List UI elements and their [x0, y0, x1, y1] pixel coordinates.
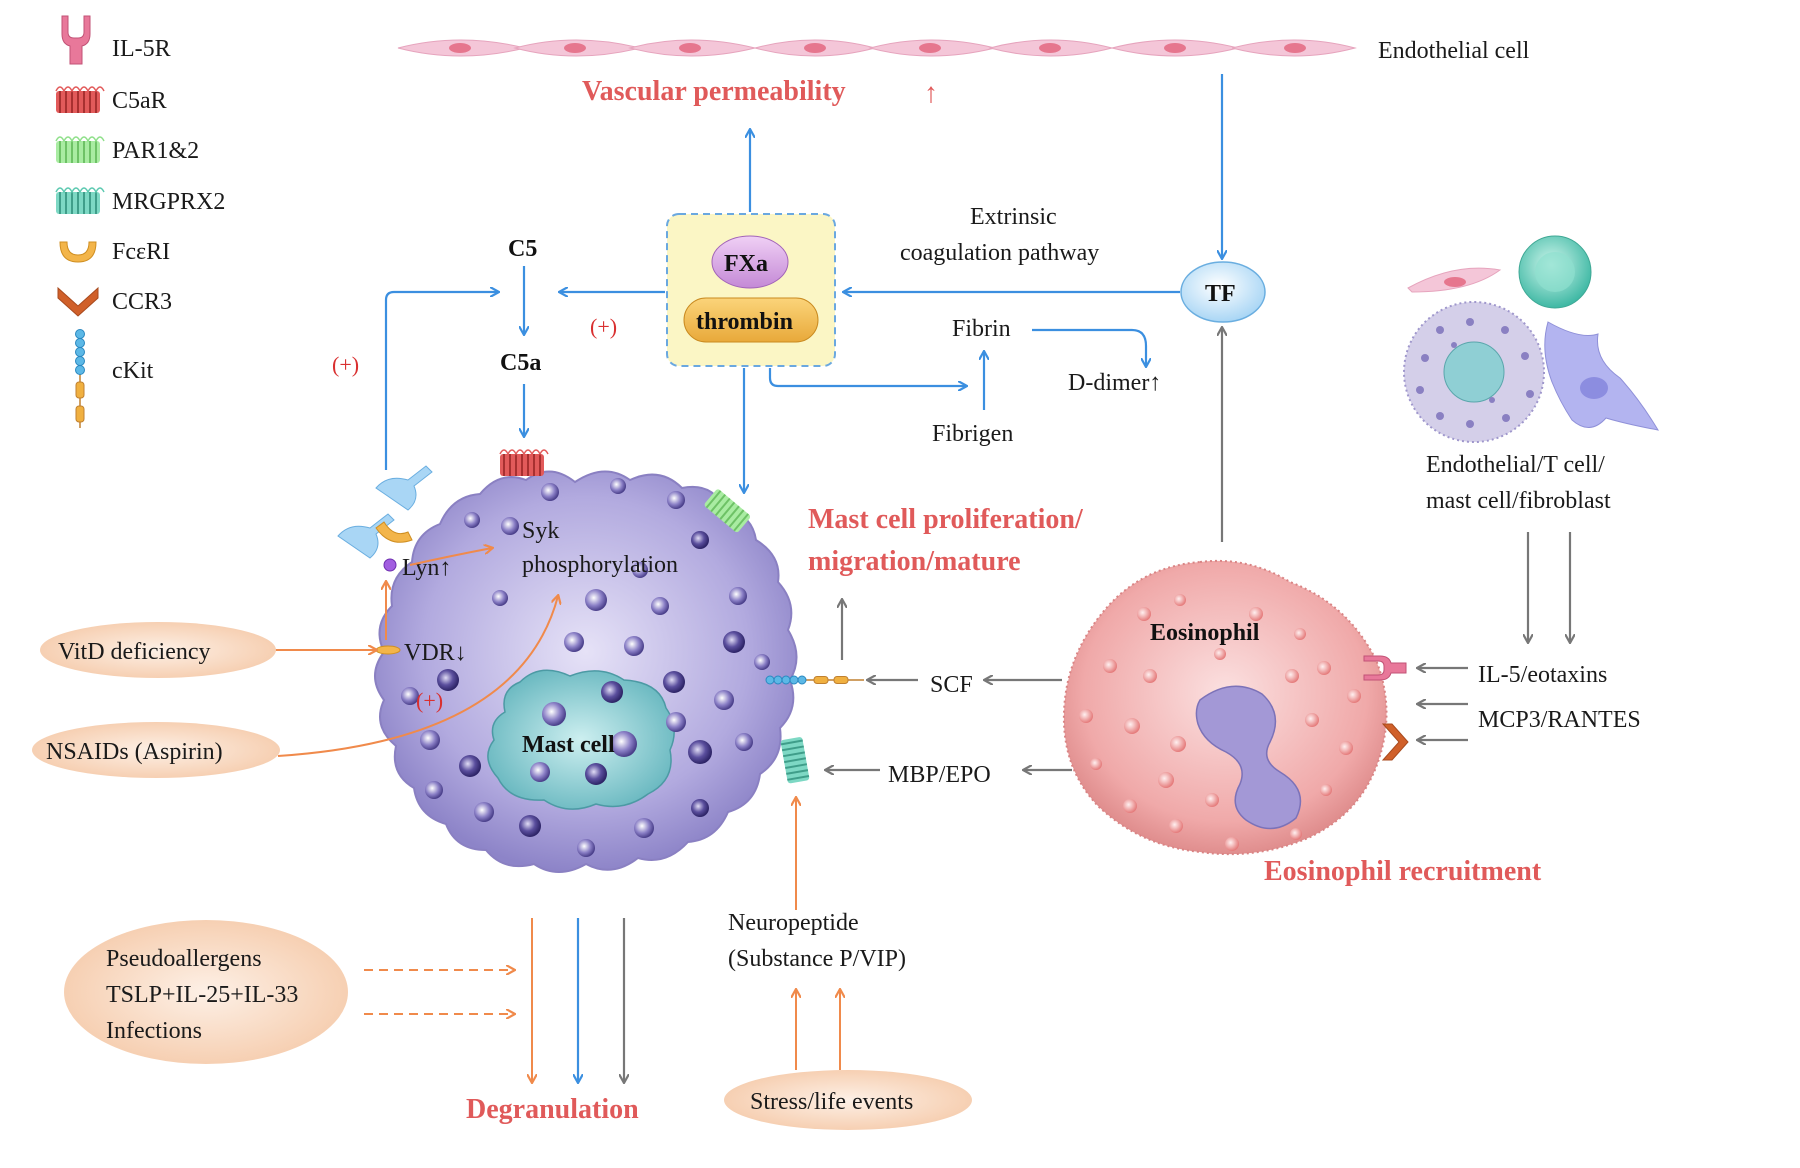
- fceri-receptor-icon: [59, 241, 97, 263]
- d-dimer-label: D-dimer↑: [1068, 370, 1161, 396]
- il5r-receptor-icon: [61, 15, 91, 65]
- eosinophil-granules: [1079, 594, 1361, 851]
- c5ar-receptor-icon: [55, 86, 105, 113]
- tslp-label: TSLP+IL-25+IL-33: [106, 982, 298, 1008]
- eosinophil-label: Eosinophil: [1150, 620, 1260, 646]
- mcp3-rantes-label: MCP3/RANTES: [1478, 707, 1641, 733]
- plus-sign-nsaids: (+): [416, 688, 443, 713]
- ccr3-receptor-on-eosinophil: [1381, 723, 1409, 761]
- legend: IL-5R C5aR PAR1&2 MRGPRX2 FcεRI: [55, 15, 225, 428]
- mrgprx2-receptor-icon: [55, 187, 105, 214]
- orange-arrows: [262, 548, 840, 1082]
- il5r-receptor-on-eosinophil: [1363, 655, 1407, 681]
- il5-eotaxins-label: IL-5/eotaxins: [1478, 662, 1607, 688]
- fibrin-label: Fibrin: [952, 316, 1011, 342]
- vdr-label: VDR↓: [404, 640, 467, 666]
- vascular-permeability-title: Vascular permeability: [582, 76, 846, 107]
- stress-label: Stress/life events: [750, 1089, 913, 1115]
- legend-label-ckit: cKit: [112, 358, 154, 384]
- infections-label: Infections: [106, 1018, 202, 1044]
- par-receptor-on-mast-cell: [704, 489, 751, 533]
- vascular-permeability-up-arrow: ↑: [924, 78, 938, 109]
- par-receptor-icon: [55, 136, 105, 163]
- legend-label-par: PAR1&2: [112, 138, 199, 164]
- pseudoallergens-label: Pseudoallergens: [106, 946, 262, 972]
- ckit-receptor-icon: [75, 329, 85, 428]
- thrombin-label: thrombin: [696, 309, 793, 335]
- eosinophil-recruitment-title: Eosinophil recruitment: [1264, 856, 1542, 887]
- nsaids-label: NSAIDs (Aspirin): [46, 739, 223, 765]
- mast-cell-proliferation-line1: Mast cell proliferation/: [808, 504, 1084, 535]
- nsaids-pill: [32, 722, 280, 778]
- lyn-kinase-dot: [383, 558, 397, 572]
- syk-label-line1: Syk: [522, 518, 559, 544]
- extrinsic-label-line1: Extrinsic: [970, 204, 1057, 230]
- vitd-pill: [40, 622, 276, 678]
- endothelial-cell-label: Endothelial cell: [1378, 38, 1530, 64]
- mast-cell-granules: [401, 478, 770, 857]
- legend-label-mrgprx2: MRGPRX2: [112, 189, 225, 215]
- gray-arrows: [624, 328, 1570, 1082]
- c5-label: C5: [508, 236, 537, 262]
- mast-cell: [337, 449, 864, 873]
- source-cells: [1403, 235, 1660, 443]
- syk-label-line2: phosphorylation: [522, 552, 678, 578]
- pseudoallergens-pill: [64, 920, 348, 1064]
- legend-label-fceri: FcεRI: [112, 239, 170, 265]
- ckit-receptor-on-mast-cell: [765, 675, 864, 685]
- tf-node: [1180, 261, 1266, 323]
- mast-cell-proliferation-line2: migration/mature: [808, 546, 1021, 577]
- lyn-label: Lyn↑: [402, 555, 451, 581]
- ccr3-receptor-icon: [57, 286, 99, 317]
- c5a-label: C5a: [500, 350, 541, 376]
- fibrinogen-label: Fibrigen: [932, 421, 1013, 447]
- degranulation-title: Degranulation: [466, 1094, 639, 1125]
- mbp-epo-label: MBP/EPO: [888, 762, 991, 788]
- stress-pill: [724, 1070, 972, 1130]
- plus-sign-thrombin: (+): [590, 314, 617, 339]
- c5ar-receptor-on-mast-cell: [499, 449, 549, 476]
- endothelial-cells-row: [397, 39, 1357, 57]
- fceri-receptor-on-mast-cell: [337, 465, 433, 559]
- blue-arrows: [384, 74, 1222, 1082]
- plus-sign-fceri: (+): [332, 352, 359, 377]
- neuropeptide-label-line2: (Substance P/VIP): [728, 946, 906, 972]
- vdr-marker: [375, 645, 401, 655]
- scf-label: SCF: [930, 672, 973, 698]
- source-cells-label-line2: mast cell/fibroblast: [1426, 488, 1611, 514]
- mast-cell-label: Mast cell: [522, 732, 615, 758]
- legend-label-ccr3: CCR3: [112, 289, 172, 315]
- tf-label: TF: [1205, 281, 1236, 307]
- vitd-deficiency-label: VitD deficiency: [58, 639, 211, 665]
- fxa-label: FXa: [724, 251, 768, 277]
- coagulation-box: [666, 213, 836, 367]
- legend-label-il5r: IL-5R: [112, 36, 171, 62]
- source-cells-label-line1: Endothelial/T cell/: [1426, 452, 1605, 478]
- legend-label-c5ar: C5aR: [112, 88, 167, 114]
- eosinophil-cell: [1062, 559, 1409, 856]
- mrgprx2-receptor-on-mast-cell: [780, 737, 810, 784]
- extrinsic-label-line2: coagulation pathway: [900, 240, 1099, 266]
- neuropeptide-label-line1: Neuropeptide: [728, 910, 859, 936]
